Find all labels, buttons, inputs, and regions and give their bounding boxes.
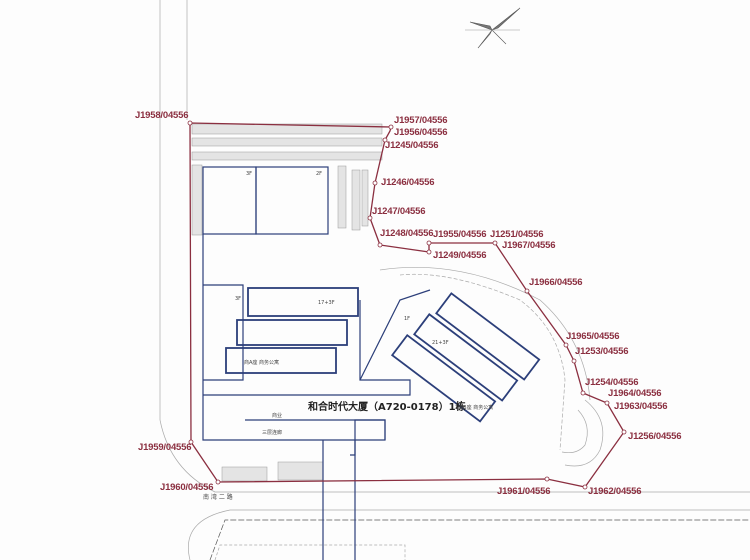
floor-label: 3F <box>246 171 253 177</box>
point-label-J1249: J1249/04556 <box>433 250 487 261</box>
shop-label: 商业 <box>272 413 283 419</box>
point-label-J1959: J1959/04556 <box>138 442 192 453</box>
point-label-J1965: J1965/04556 <box>566 331 620 342</box>
corridor-label: 三层连廊 <box>262 430 283 436</box>
north-arrow-icon <box>465 7 521 49</box>
roads <box>159 0 750 560</box>
point-label-J1961: J1961/04556 <box>497 486 551 497</box>
point-label-J1964: J1964/04556 <box>608 388 662 399</box>
point-label-J1962: J1962/04556 <box>588 486 642 497</box>
point-label-J1955: J1955/04556 <box>433 229 487 240</box>
parking-strips <box>191 123 383 482</box>
floor-label: 21+3F <box>432 340 449 346</box>
point-label-J1251: J1251/04556 <box>490 229 544 240</box>
building-outlines <box>202 166 541 560</box>
boundary-markers <box>187 120 627 490</box>
point-label-J1253: J1253/04556 <box>575 346 629 357</box>
main-building-label: 和合时代大厦（A720-0178）1栋 <box>308 402 466 413</box>
point-label-J1254: J1254/04556 <box>585 377 639 388</box>
point-label-J1957: J1957/04556 <box>394 115 448 126</box>
point-label-J1247: J1247/04556 <box>372 206 426 217</box>
floor-label: 3F <box>235 296 242 302</box>
point-label-J1245: J1245/04556 <box>385 140 439 151</box>
point-label-J1248: J1248/04556 <box>380 228 434 239</box>
floor-label: 17+3F <box>318 300 335 306</box>
wing-a-label: 商A座 商务公寓 <box>244 360 280 366</box>
point-label-J1958: J1958/04556 <box>135 110 189 121</box>
point-label-J1246: J1246/04556 <box>381 177 435 188</box>
point-label-J1956: J1956/04556 <box>394 127 448 138</box>
point-label-J1966: J1966/04556 <box>529 277 583 288</box>
floor-label: 2F <box>316 171 323 177</box>
wing-b-label: 1商B座 商务公寓 <box>455 405 494 411</box>
point-label-J1960: J1960/04556 <box>160 482 214 493</box>
road-label: 南 湾 二 路 <box>203 494 233 501</box>
point-label-J1963: J1963/04556 <box>614 401 668 412</box>
point-label-J1256: J1256/04556 <box>628 431 682 442</box>
floor-label: 1F <box>404 316 411 322</box>
point-label-J1967: J1967/04556 <box>502 240 556 251</box>
